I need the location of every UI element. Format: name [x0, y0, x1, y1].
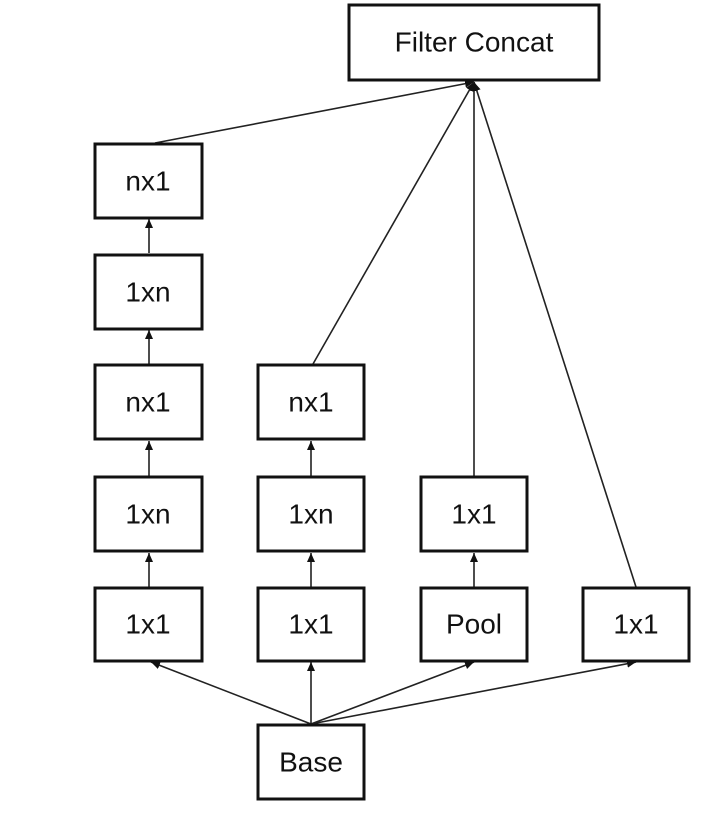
- node-b1-1xn-low: 1xn: [93, 475, 204, 553]
- node-base: Base: [256, 723, 366, 801]
- node-label: Pool: [446, 609, 502, 640]
- node-label: nx1: [125, 387, 170, 418]
- node-b3-1x1: 1x1: [419, 475, 529, 553]
- node-b1-nx1-top: nx1: [93, 142, 204, 220]
- node-b2-nx1: nx1: [256, 363, 366, 441]
- node-b1-nx1-mid: nx1: [93, 363, 204, 441]
- edge-b2-to-concat: [312, 81, 475, 365]
- edges: [145, 79, 637, 725]
- node-label: 1xn: [125, 499, 170, 530]
- edge-b1-to-concat: [154, 79, 475, 144]
- node-label: 1xn: [125, 277, 170, 308]
- node-filter-concat: Filter Concat: [347, 3, 601, 82]
- node-label: 1x1: [125, 609, 170, 640]
- node-label: nx1: [288, 387, 333, 418]
- node-b2-1xn: 1xn: [256, 475, 366, 553]
- edge-b4-to-concat: [472, 81, 637, 588]
- node-label: 1x1: [288, 609, 333, 640]
- node-b1-1xn-top: 1xn: [93, 253, 204, 331]
- node-b4-1x1: 1x1: [581, 586, 691, 663]
- node-b3-pool: Pool: [419, 586, 529, 663]
- node-label: Filter Concat: [395, 27, 554, 58]
- node-label: 1xn: [288, 499, 333, 530]
- node-b2-1x1: 1x1: [256, 586, 366, 663]
- node-label: Base: [279, 747, 343, 778]
- node-b1-1x1: 1x1: [93, 586, 204, 663]
- node-label: 1x1: [451, 499, 496, 530]
- edge-base-to-b4: [310, 659, 637, 725]
- edge-base-to-pool: [310, 661, 475, 725]
- node-label: nx1: [125, 166, 170, 197]
- node-label: 1x1: [613, 609, 658, 640]
- edge-base-to-b1: [150, 661, 312, 725]
